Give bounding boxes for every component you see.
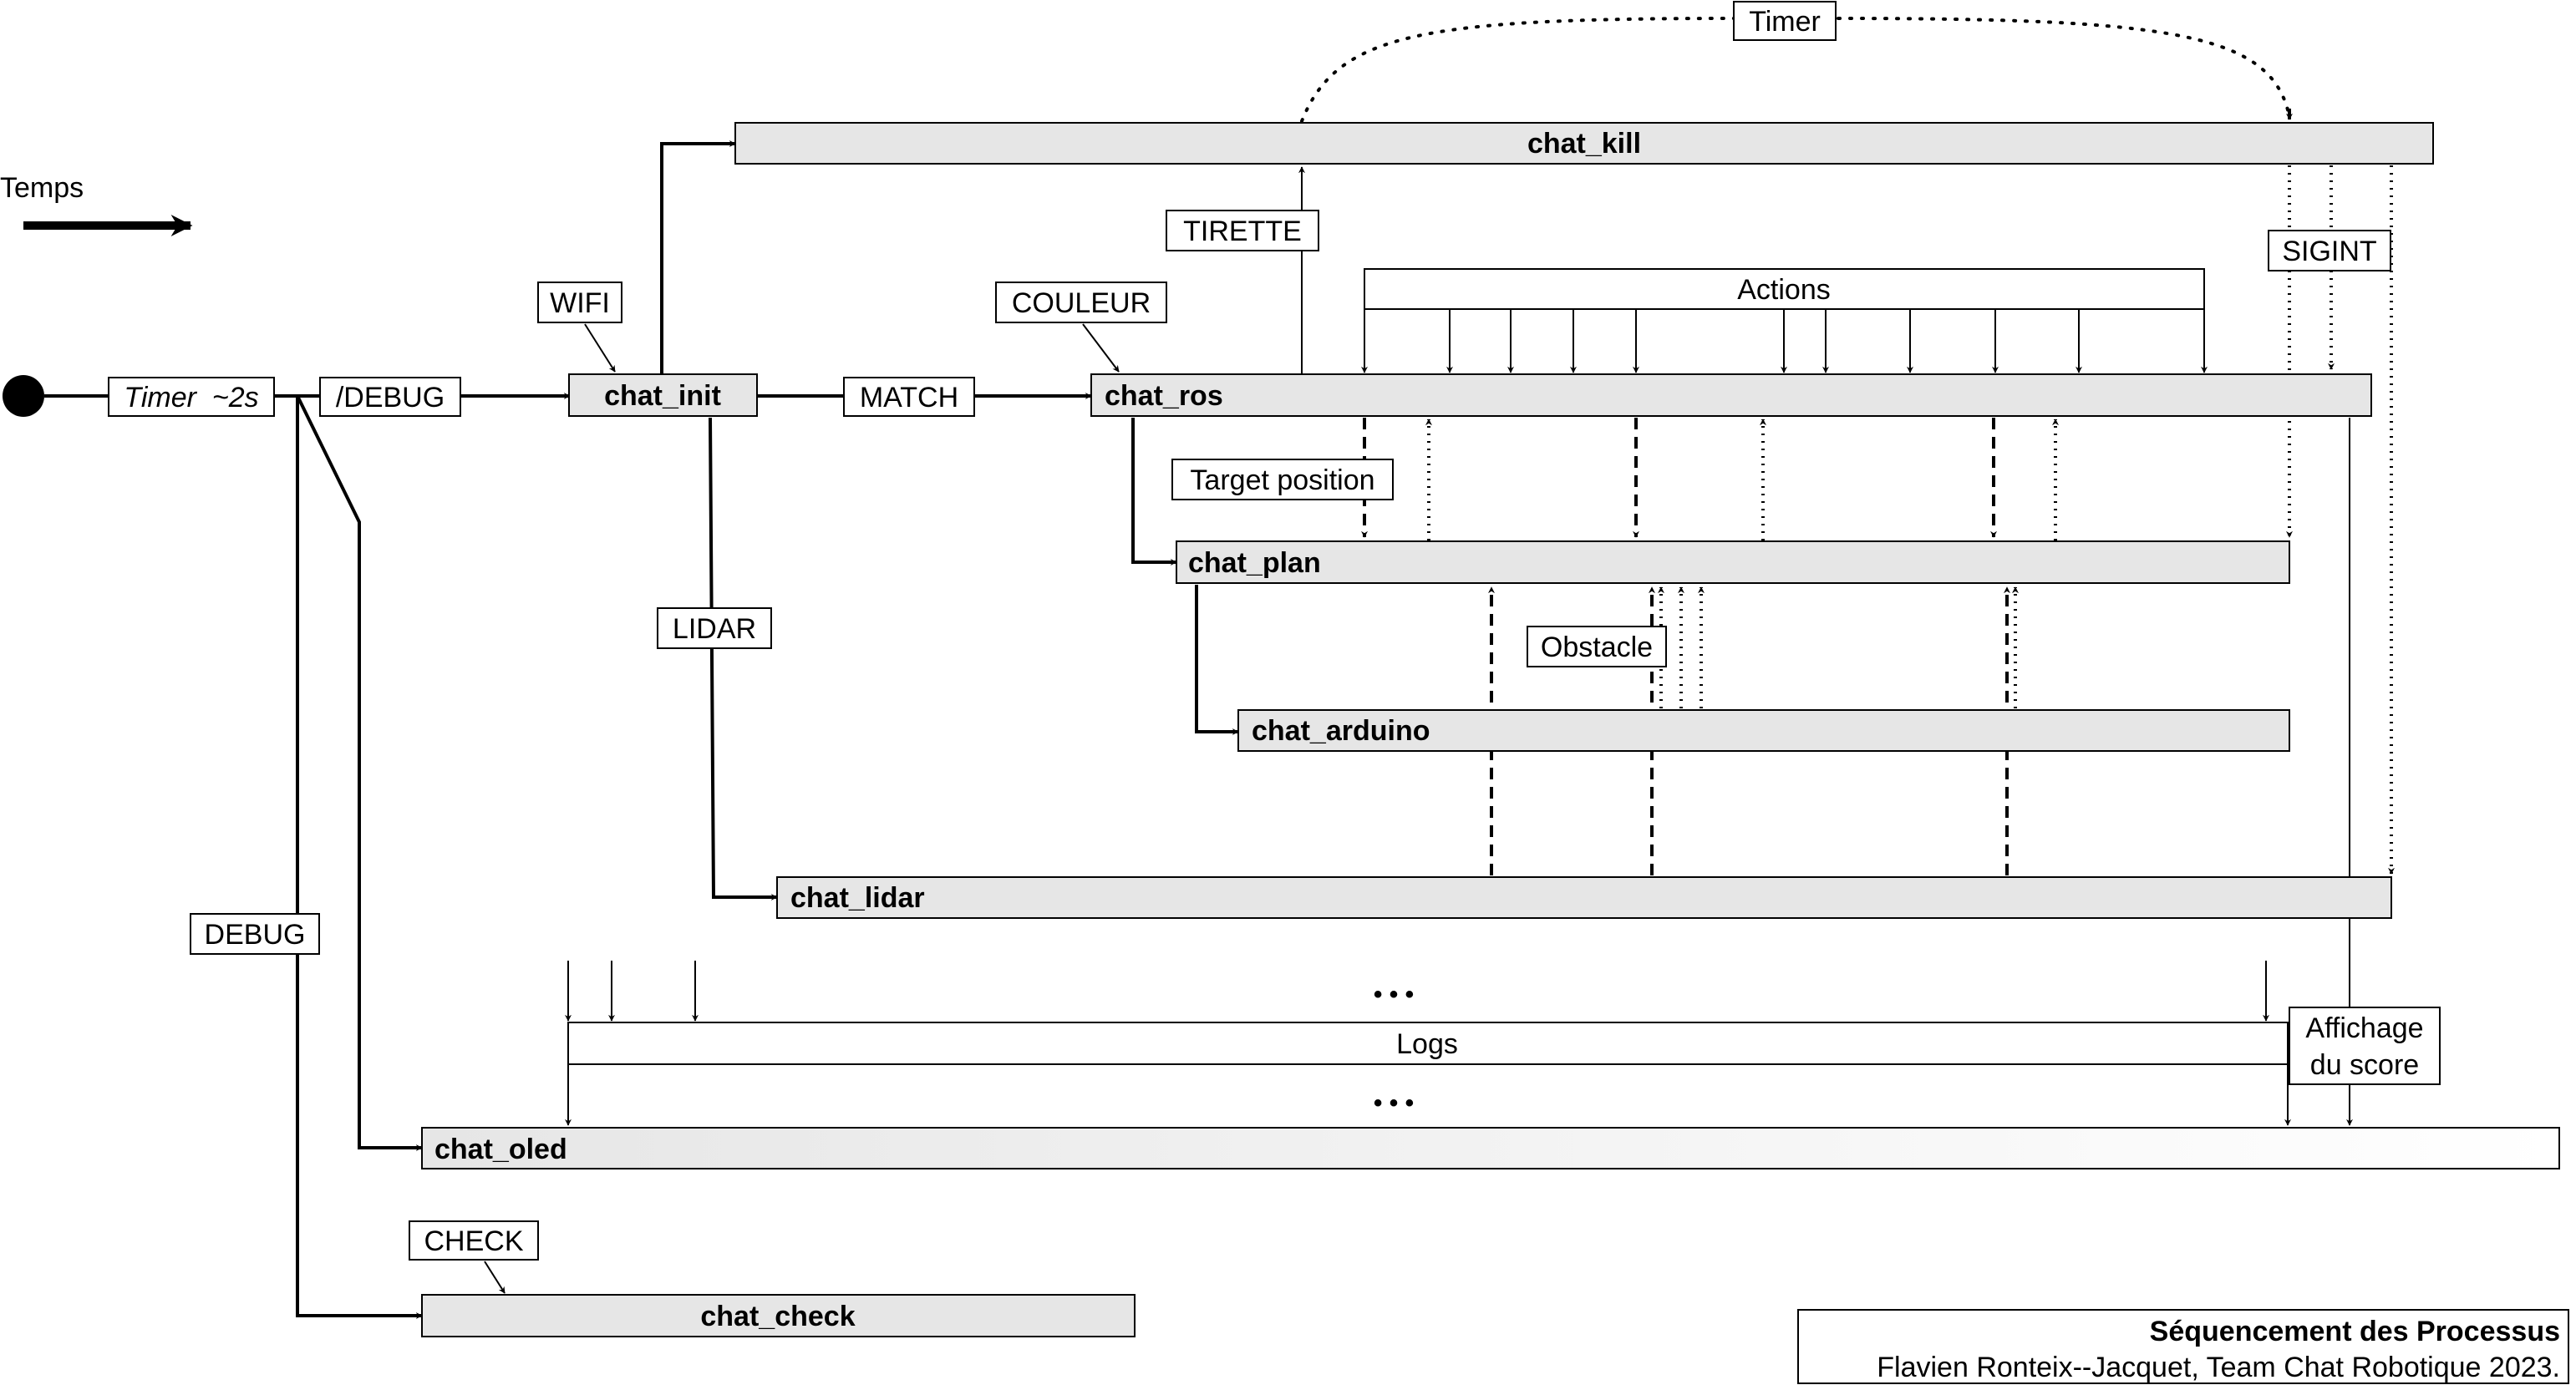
- tag-label-line1: Affichage: [2305, 1012, 2423, 1044]
- process-chat-init: chat_init: [568, 373, 758, 417]
- tag-label: /DEBUG: [336, 382, 445, 413]
- tag-label: Obstacle: [1541, 632, 1653, 663]
- tag-tirette: TIRETTE: [1166, 210, 1319, 251]
- tag-label: Timer: [1749, 6, 1821, 38]
- tag-timer: Timer: [1733, 1, 1837, 41]
- process-label: chat_kill: [1527, 128, 1641, 160]
- tag-label: WIFI: [550, 287, 610, 319]
- tag-couleur: COULEUR: [995, 282, 1167, 323]
- tag-label: Target position: [1190, 464, 1374, 496]
- process-label: chat_check: [700, 1301, 855, 1332]
- tag-label: Timer ~2s: [124, 382, 258, 413]
- logs-label: Logs: [1396, 1028, 1458, 1060]
- caption-author: Flavien Ronteix--Jacquet, Team Chat Robo…: [1877, 1352, 2560, 1383]
- tag-label-line2: du score: [2310, 1049, 2419, 1081]
- process-label: chat_ros: [1105, 380, 1223, 412]
- tag-label: COULEUR: [1012, 287, 1151, 319]
- tag-label: TIRETTE: [1183, 216, 1302, 247]
- tag-lidar: LIDAR: [657, 607, 772, 649]
- start-node: [3, 375, 44, 417]
- actions-label-box: Actions: [1364, 268, 2205, 310]
- actions-label: Actions: [1737, 274, 1831, 306]
- tag-timer-start: Timer ~2s: [108, 377, 275, 417]
- caption-box: Séquencement des Processus Flavien Ronte…: [1797, 1309, 2569, 1384]
- process-label: chat_oled: [434, 1134, 567, 1165]
- tag-debug-flag: /DEBUG: [319, 377, 461, 417]
- time-label: Temps: [0, 172, 84, 204]
- process-label: chat_init: [604, 380, 721, 412]
- process-chat-plan: chat_plan: [1176, 540, 2290, 584]
- tag-obstacle: Obstacle: [1527, 626, 1667, 667]
- caption-title: Séquencement des Processus: [2150, 1316, 2560, 1347]
- process-chat-arduino: chat_arduino: [1237, 709, 2290, 752]
- tag-debug: DEBUG: [190, 913, 320, 955]
- tag-label: SIGINT: [2282, 236, 2376, 267]
- tag-affichage-score: Affichage du score: [2289, 1007, 2441, 1085]
- logs-bar: Logs: [567, 1022, 2289, 1065]
- tag-label: DEBUG: [205, 919, 306, 951]
- tag-match: MATCH: [843, 377, 975, 417]
- tag-target-position: Target position: [1171, 459, 1394, 500]
- process-chat-check: chat_check: [421, 1294, 1136, 1337]
- process-label: chat_arduino: [1252, 715, 1430, 747]
- process-label: chat_plan: [1188, 547, 1321, 579]
- process-label: chat_lidar: [790, 882, 925, 914]
- tag-label: LIDAR: [673, 613, 756, 645]
- ellipsis-top: • • •: [1374, 981, 1414, 1008]
- process-chat-ros: chat_ros: [1090, 373, 2372, 417]
- tag-wifi: WIFI: [537, 282, 622, 323]
- process-chat-kill: chat_kill: [734, 122, 2434, 165]
- process-chat-oled: chat_oled: [421, 1127, 2560, 1169]
- tag-label: MATCH: [860, 382, 958, 413]
- process-chat-lidar: chat_lidar: [776, 876, 2392, 919]
- tag-label: CHECK: [424, 1225, 523, 1257]
- tag-sigint: SIGINT: [2268, 230, 2391, 271]
- tag-check: CHECK: [409, 1220, 539, 1261]
- ellipsis-bottom: • • •: [1374, 1089, 1414, 1117]
